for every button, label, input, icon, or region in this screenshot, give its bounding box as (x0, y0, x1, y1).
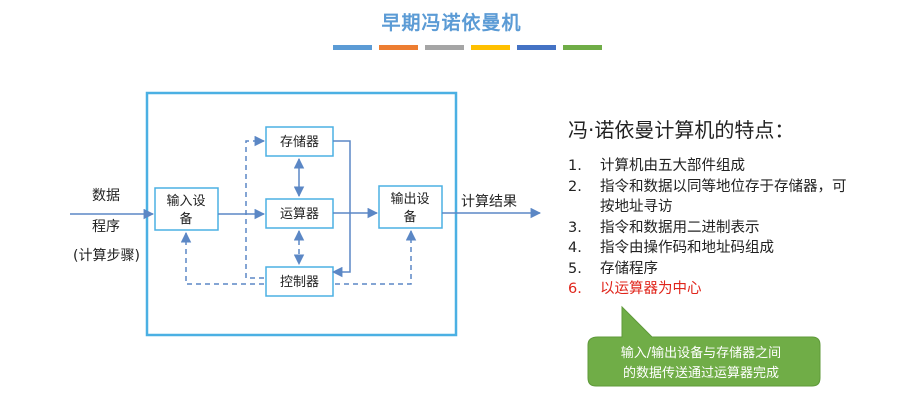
callout-text: 输入/输出设备与存储器之间 的数据传送通过运算器完成 (588, 344, 814, 384)
input-label-steps: (计算步骤) (73, 248, 140, 264)
control-to-memory (245, 135, 266, 279)
input-device-label-1: 输入设 (166, 193, 205, 209)
controller-box: 控制器 (265, 266, 334, 297)
callout-line-1: 输入/输出设备与存储器之间 (620, 346, 782, 361)
output-device-label-2: 备 (403, 209, 416, 225)
von-neumann-diagram: 输入设 备 存储器 运算器 控制器 输出设 备 数据 程序 (计算步骤) 计算结… (70, 91, 542, 337)
feature-item-highlight: 6.以运算器为中心 (568, 281, 702, 297)
feature-item: 2.指令和数据以同等地位存于存储器，可按地址寻访 (568, 178, 847, 216)
alu-label: 运算器 (280, 207, 319, 222)
memory-box: 存储器 (265, 126, 334, 157)
alu-box: 运算器 (265, 198, 334, 229)
control-to-input (180, 231, 264, 285)
color-bar (471, 45, 510, 50)
input-device-box: 输入设 备 (154, 187, 219, 231)
features-title: 冯·诺依曼计算机的特点： (568, 118, 795, 142)
color-bar (379, 45, 418, 50)
feature-item: 4.指令由操作码和地址码组成 (568, 240, 774, 256)
color-bar (563, 45, 602, 50)
control-to-output (335, 229, 417, 285)
feature-item: 1.计算机由五大部件组成 (568, 158, 745, 174)
callout-line-2: 的数据传送通过运算器完成 (622, 366, 779, 381)
arrow-memory-to-output (331, 140, 351, 278)
memory-label: 存储器 (280, 135, 319, 150)
output-device-box: 输出设 备 (378, 185, 443, 229)
input-label-program: 程序 (92, 219, 120, 235)
color-bar (517, 45, 556, 50)
input-label-data: 数据 (92, 188, 120, 204)
page-title: 早期冯诺依曼机 (381, 12, 522, 34)
output-label-result: 计算结果 (461, 194, 517, 210)
input-device-label-2: 备 (179, 211, 192, 227)
color-bar (333, 45, 372, 50)
color-bar (425, 45, 464, 50)
title-color-bars (333, 45, 602, 50)
feature-item: 3.指令和数据用二进制表示 (568, 219, 760, 236)
features-list: 1.计算机由五大部件组成 2.指令和数据以同等地位存于存储器，可按地址寻访 3.… (568, 156, 855, 300)
controller-label: 控制器 (280, 275, 319, 290)
output-device-label-1: 输出设 (390, 191, 429, 207)
feature-item: 5.存储程序 (568, 260, 658, 277)
